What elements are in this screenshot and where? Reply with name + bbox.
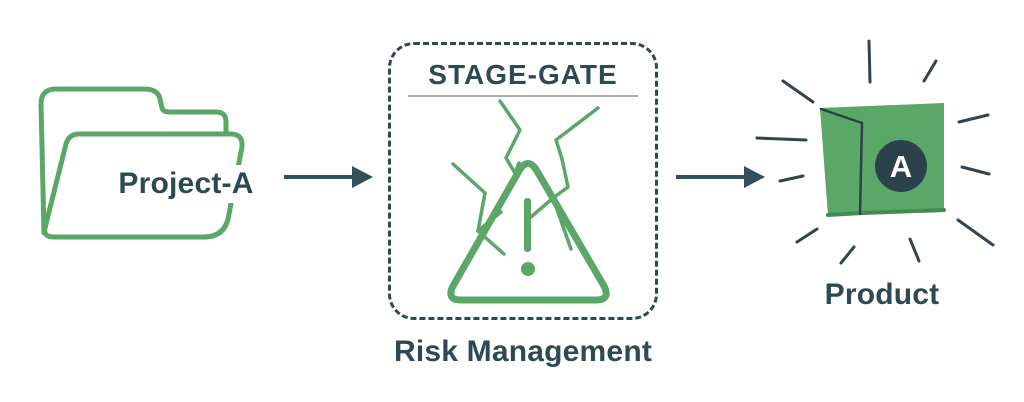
- shining-box-icon: A: [755, 39, 995, 265]
- product-badge-letter: A: [890, 149, 912, 184]
- project-node-label: Project-A: [112, 165, 260, 203]
- arrow-right-icon: [284, 166, 373, 188]
- exclamation-dot: [521, 262, 535, 276]
- product-node-label: Product: [824, 278, 940, 311]
- shine-rays: [755, 39, 995, 265]
- stage-gate-caption: Risk Management: [393, 335, 653, 368]
- product-badge-circle: [875, 140, 927, 192]
- cracked-warning-triangle-icon: [447, 99, 610, 304]
- stage-gate-title: STAGE-GATE: [428, 59, 618, 90]
- exclamation-bar: [524, 198, 531, 252]
- warning-triangle-outline: [447, 160, 610, 304]
- product-box-edges: [819, 107, 864, 216]
- stage-gate-box: STAGE-GATE: [388, 42, 658, 320]
- folder-icon: [38, 86, 245, 240]
- stage-gate-underline: [408, 95, 638, 97]
- product-box-bottom-shade: [826, 208, 946, 217]
- arrow-right-icon: [676, 166, 765, 188]
- folder-front-shape: [42, 131, 245, 240]
- folder-back-shape: [38, 86, 229, 236]
